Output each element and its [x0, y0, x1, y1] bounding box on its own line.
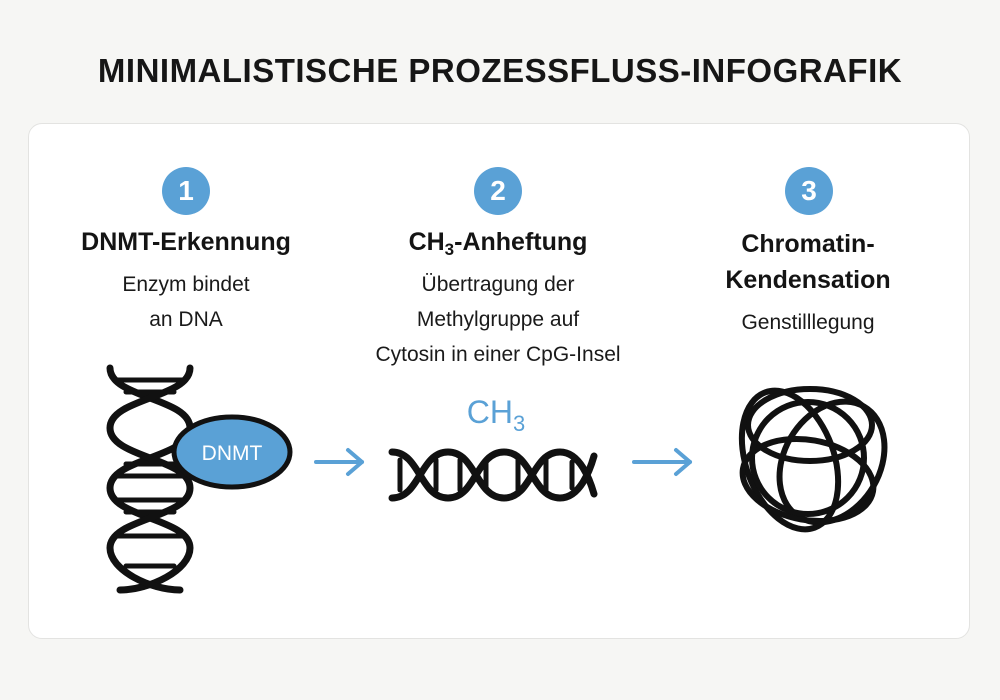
step-2-description-line: Methylgruppe auf [416, 308, 580, 331]
chromatin-coil-icon [738, 386, 888, 533]
methyl-group-ch: CH [467, 394, 513, 430]
step-1-description-line: Enzym bindet [122, 273, 250, 296]
methyl-group-subscript: 3 [513, 411, 525, 436]
step-1-number-badge: 1 [162, 167, 210, 215]
step-3-number-badge: 3 [785, 167, 833, 215]
step-2-description-line: Cytosin in einer CpG-Insel [375, 343, 621, 366]
arrow-right-icon [314, 448, 364, 476]
dnmt-enzyme-shape [171, 414, 293, 490]
step-2-title-subscript: 3 [444, 240, 455, 260]
step-1-title: DNMT-Erkennung [81, 228, 291, 256]
step-2-description: Übertragung der Methylgruppe auf Cytosin… [318, 267, 678, 372]
step-3-title-line: Kendensation [725, 266, 891, 294]
page-title: MINIMALISTISCHE PROZESSFLUSS-INFOGRAFIK [97, 52, 903, 89]
step-2-description-line: Übertragung der [421, 273, 575, 296]
step-3-description-line: Genstilllegung [741, 311, 875, 334]
methylated-dna-icon [388, 448, 598, 502]
step-3-description: Genstilllegung [658, 305, 958, 340]
step-3-title-line: Chromatin- [741, 230, 875, 258]
step-1-description: Enzym bindet an DNA [36, 267, 336, 337]
step-2-title: CH3-Anheftung [348, 224, 648, 263]
dnmt-enzyme-label: DNMT [202, 442, 263, 465]
step-1-description-line: an DNA [149, 308, 223, 331]
step-3-title: Chromatin- Kendensation [658, 226, 958, 298]
step-2-title-rest: -Anheftung [454, 228, 588, 256]
methyl-group-label: CH3 [467, 394, 525, 436]
step-2-number-badge: 2 [474, 167, 522, 215]
dna-double-helix-icon [106, 364, 194, 594]
arrow-right-icon [632, 448, 692, 476]
step-2-title-ch: CH [408, 228, 445, 256]
